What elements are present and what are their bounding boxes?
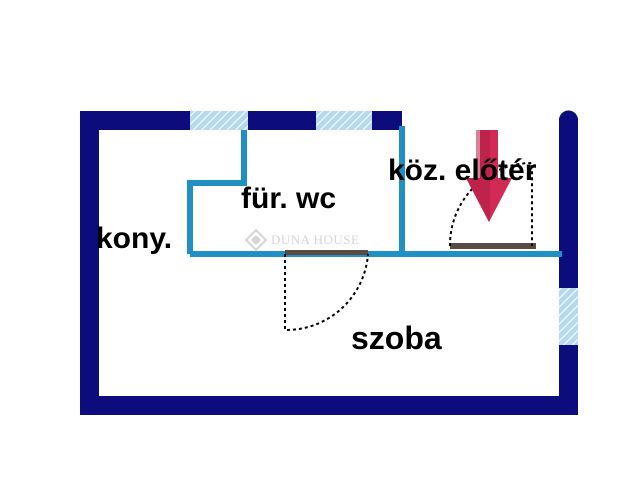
wall-left	[80, 111, 99, 415]
duna-house-logo-icon	[245, 229, 267, 251]
wall-right-upper	[559, 118, 578, 288]
door-swing-room	[284, 253, 369, 332]
room-label-pantry-wc: für. wc	[241, 182, 337, 215]
entrance-arrow-icon	[466, 130, 512, 222]
door-sill-entrance	[450, 243, 536, 249]
door-sill-room	[285, 250, 368, 255]
room-label-room: szoba	[351, 320, 442, 356]
windows	[190, 111, 578, 345]
watermark: DUNA HOUSE	[245, 229, 359, 251]
inner-walls	[187, 126, 562, 257]
wall-right-end	[559, 110, 578, 130]
wall-top-right	[372, 111, 402, 130]
window-room	[559, 288, 578, 345]
wall-right-lower	[559, 345, 578, 415]
inner-wall-pantry	[187, 130, 247, 254]
wall-bottom	[80, 396, 578, 415]
room-label-hall: köz. előtér	[388, 154, 537, 187]
window-kitchen	[190, 111, 248, 130]
room-label-kitchen: kony.	[96, 222, 173, 255]
wall-top-left	[80, 111, 190, 130]
watermark-text: DUNA HOUSE	[271, 232, 360, 247]
window-wc	[316, 111, 372, 130]
outer-walls	[80, 110, 578, 415]
wall-top-middle	[248, 111, 316, 130]
